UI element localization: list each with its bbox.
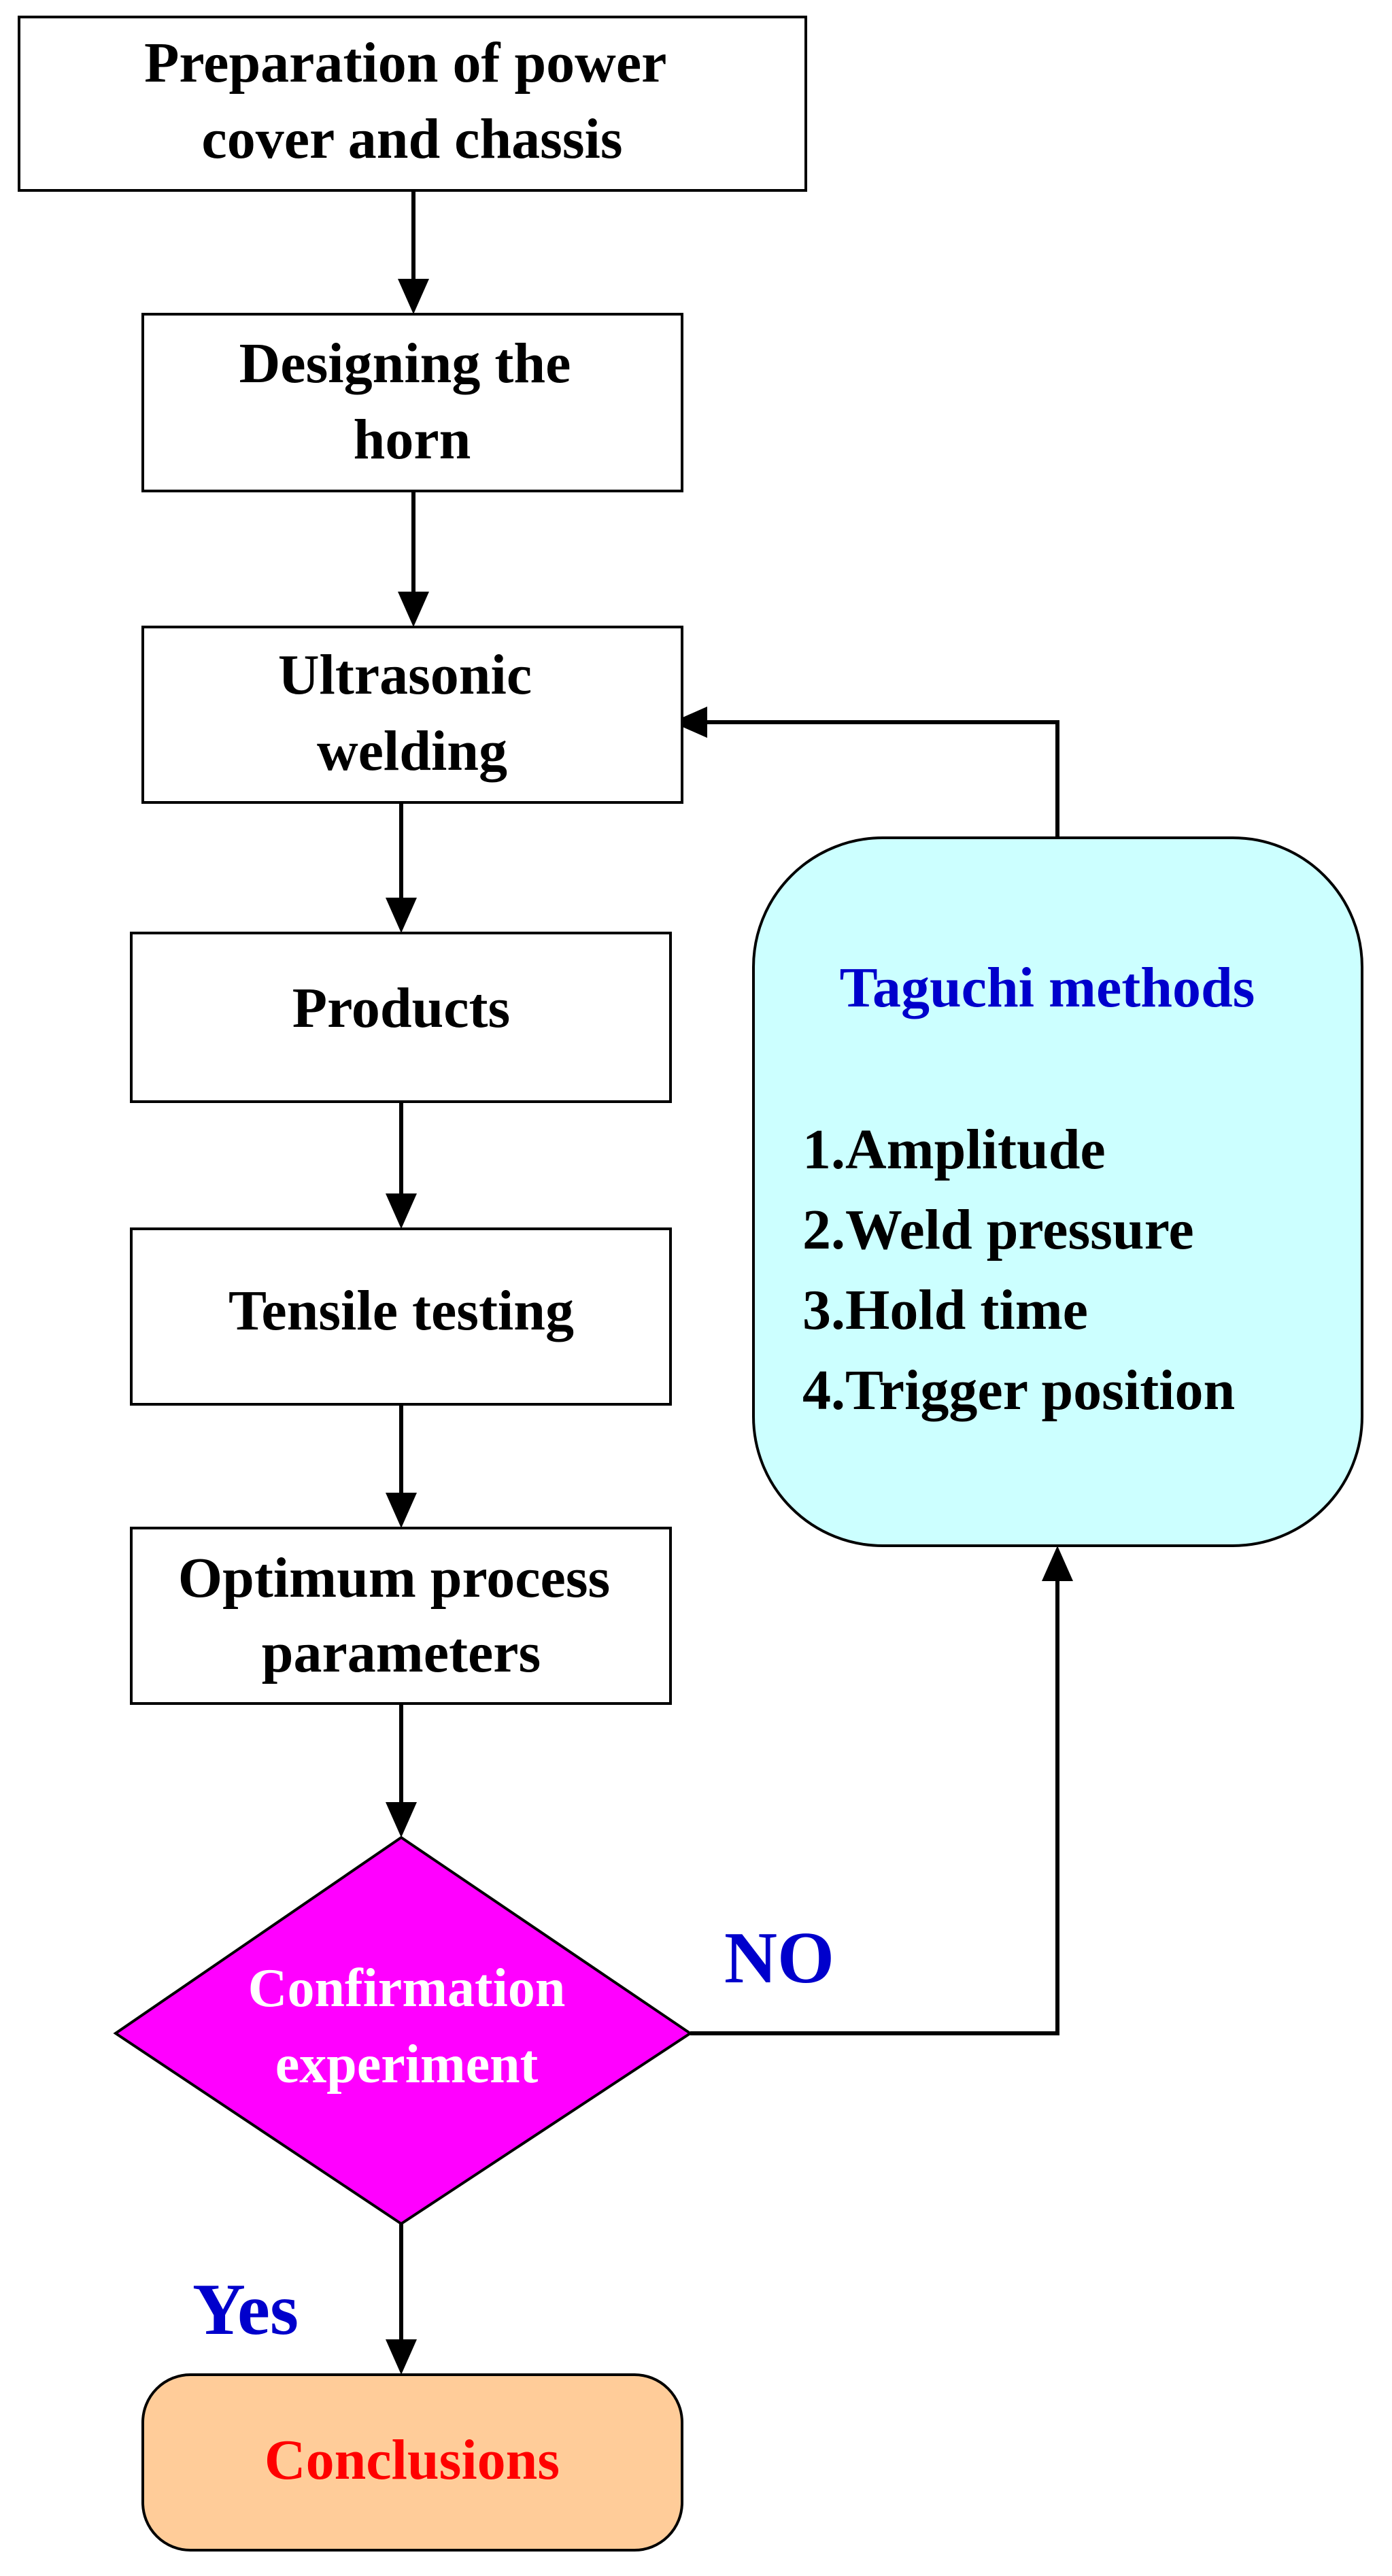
arrowheads [386, 279, 1073, 2375]
box-taguchi-shape [752, 836, 1363, 1547]
optimum-line-2: parameters [262, 1621, 541, 1684]
products-label: Products [292, 977, 510, 1040]
taguchi-item-1: 1.Amplitude [802, 1118, 1106, 1181]
svg-text:Ultrasonic welding: Ultrasonic welding [278, 643, 546, 783]
taguchi-item-4: 4.Trigger position [802, 1359, 1235, 1422]
decision-confirmation: Confirmation experiment [113, 1835, 693, 2226]
box-products-shape [130, 932, 672, 1103]
arrowhead-conclusions [386, 2339, 417, 2375]
box-preparation: Preparation of power cover and chassis [18, 16, 807, 192]
preparation-line-2: cover and chassis [201, 107, 622, 171]
box-tensile: Tensile testing [130, 1227, 672, 1406]
box-welding: Ultrasonic welding [141, 626, 683, 804]
no-label: NO [724, 1918, 834, 1999]
svg-text:Designing the horn: Designing the horn [239, 332, 585, 471]
tensile-label: Tensile testing [228, 1279, 574, 1342]
svg-text:1.Amplitude 2.Weld press: 1.Amplitude 2.Weld pressure 3.Hold time … [802, 1118, 1235, 1422]
welding-line-2: welding [317, 719, 507, 783]
box-preparation-shape [18, 16, 807, 192]
optimum-line-1: Optimum process [178, 1546, 610, 1610]
box-horn-shape [141, 313, 683, 492]
arrowhead-taguchi [1042, 1546, 1073, 1581]
taguchi-title: Taguchi methods [840, 956, 1255, 1019]
preparation-line-1: Preparation of power [144, 31, 666, 95]
decision-diamond-shape [113, 1835, 693, 2226]
taguchi-item-3: 3.Hold time [802, 1278, 1088, 1342]
arrowhead-tensile [386, 1193, 417, 1229]
box-products: Products [130, 932, 672, 1103]
arrowhead-horn [398, 279, 429, 314]
horn-line-1: Designing the [239, 332, 571, 395]
confirmation-line-1: Confirmation [248, 1959, 566, 2018]
arrow-taguchi-to-welding [707, 720, 1059, 838]
box-horn: Designing the horn [141, 313, 683, 492]
conclusions-label: Conclusions [265, 2428, 560, 2492]
arrow-no-to-taguchi [690, 1581, 1059, 2035]
yes-label: Yes [192, 2269, 299, 2350]
arrowhead-optimum [386, 1493, 417, 1528]
confirmation-line-2: experiment [275, 2035, 539, 2095]
arrowhead-products [386, 898, 417, 933]
box-welding-shape [141, 626, 683, 804]
arrowhead-confirmation [386, 1802, 417, 1837]
box-conclusions-shape [141, 2373, 683, 2552]
arrowhead-welding-return [672, 707, 707, 738]
taguchi-item-2: 2.Weld pressure [802, 1198, 1194, 1261]
connectors [399, 190, 1059, 2339]
box-taguchi: Taguchi methods 1.Amplitude 2.Weld press… [752, 836, 1363, 1547]
box-optimum: Optimum process parameters [130, 1527, 672, 1705]
box-tensile-shape [130, 1227, 672, 1406]
svg-text:Optimum process paramete: Optimum process parameters [178, 1546, 624, 1684]
box-conclusions: Conclusions [141, 2373, 683, 2552]
welding-line-1: Ultrasonic [278, 643, 532, 707]
box-optimum-shape [130, 1527, 672, 1705]
svg-text:Preparation of power cov: Preparation of power cover and chassis [144, 31, 680, 171]
arrowhead-welding [398, 592, 429, 627]
svg-text:Confirmation experiment: Confirmation experiment [248, 1959, 579, 2095]
horn-line-2: horn [354, 408, 471, 471]
